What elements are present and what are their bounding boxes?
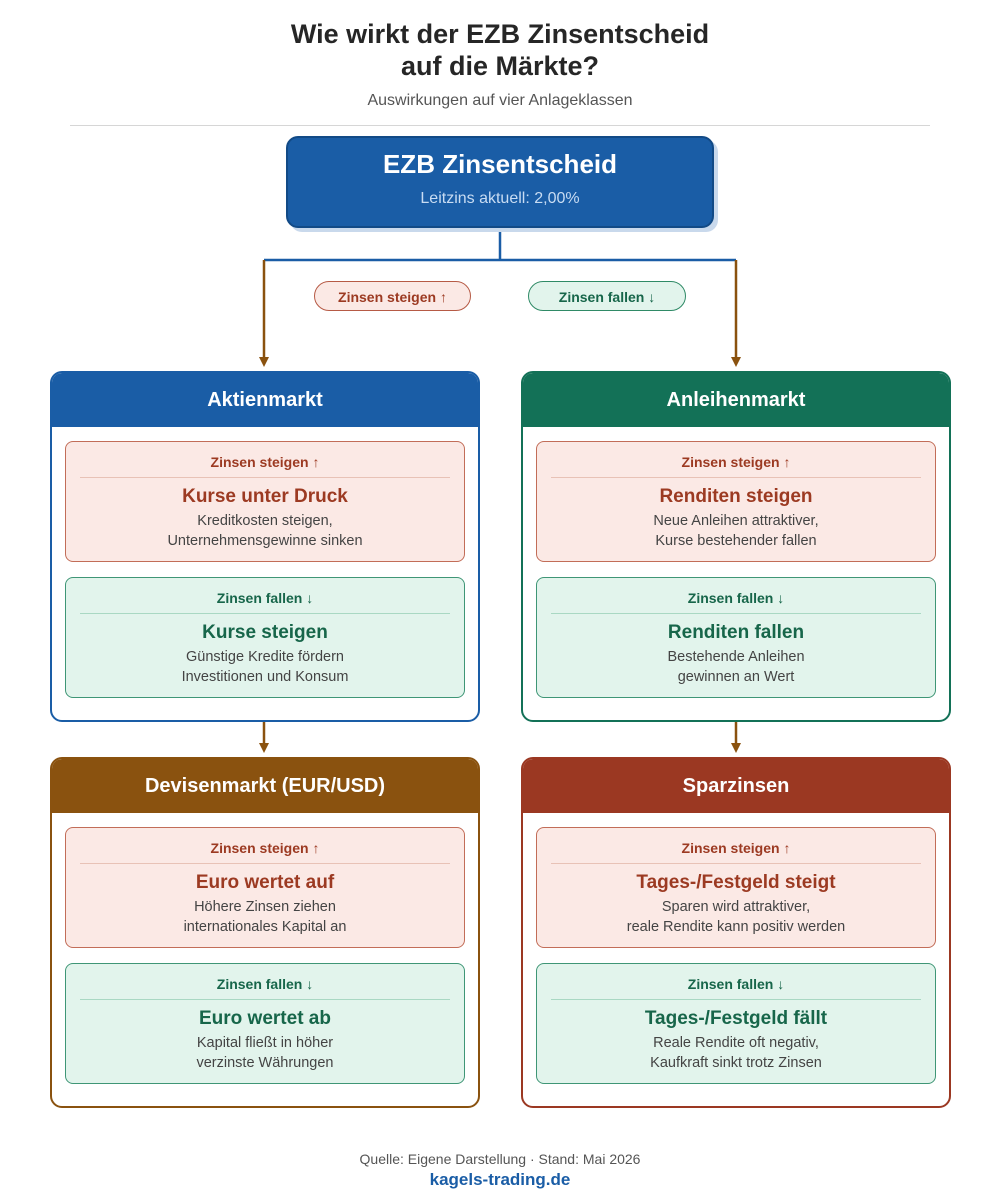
effect-heading: Renditen steigen <box>659 486 813 507</box>
description-line-1: Günstige Kredite fördern <box>186 649 344 665</box>
effect-divider <box>551 477 921 478</box>
effect-rates-up: Zinsen steigen ↑ Euro wertet auf Höhere … <box>65 827 465 948</box>
card-anleihenmarkt: Anleihenmarkt Zinsen steigen ↑ Renditen … <box>521 371 951 722</box>
description-line-1: Bestehende Anleihen <box>667 649 805 665</box>
effect-description: Kapital fließt in höher verzinste Währun… <box>66 1033 464 1073</box>
effect-divider <box>80 863 450 864</box>
diagram-title: Wie wirkt der EZB Zinsentscheid auf die … <box>0 18 1000 82</box>
effect-label: Zinsen steigen ↑ <box>681 840 791 856</box>
effect-label: Zinsen fallen ↓ <box>216 590 314 606</box>
description-line-1: Reale Rendite oft negativ, <box>653 1035 819 1051</box>
effect-description: Höhere Zinsen ziehen internationales Kap… <box>66 897 464 937</box>
footer-website-link[interactable]: kagels-trading.de <box>429 1170 571 1189</box>
legend-rates-down: Zinsen fallen ↓ <box>528 281 686 311</box>
effect-rates-down: Zinsen fallen ↓ Renditen fallen Bestehen… <box>536 577 936 698</box>
effect-heading: Kurse unter Druck <box>182 486 348 507</box>
card-title: Sparzinsen <box>523 759 949 813</box>
effect-divider <box>80 477 450 478</box>
description-line-2: Unternehmensgewinne sinken <box>167 533 363 549</box>
effect-description: Sparen wird attraktiver, reale Rendite k… <box>537 897 935 937</box>
card-title: Aktienmarkt <box>52 373 478 427</box>
effect-label: Zinsen fallen ↓ <box>216 976 314 992</box>
card-title: Anleihenmarkt <box>523 373 949 427</box>
effect-description: Neue Anleihen attraktiver, Kurse bestehe… <box>537 511 935 551</box>
legend-rates-up: Zinsen steigen ↑ <box>314 281 471 311</box>
effect-heading: Euro wertet ab <box>199 1008 331 1029</box>
footer-source: Quelle: Eigene Darstellung · Stand: Mai … <box>359 1151 641 1167</box>
effect-rates-up: Zinsen steigen ↑ Tages-/Festgeld steigt … <box>536 827 936 948</box>
effect-rates-up: Zinsen steigen ↑ Renditen steigen Neue A… <box>536 441 936 562</box>
root-title: EZB Zinsentscheid <box>382 149 618 179</box>
card-aktienmarkt: Aktienmarkt Zinsen steigen ↑ Kurse unter… <box>50 371 480 722</box>
header-divider <box>70 125 930 126</box>
effect-divider <box>80 999 450 1000</box>
effect-label: Zinsen steigen ↑ <box>210 840 320 856</box>
effect-heading: Tages-/Festgeld fällt <box>644 1008 828 1029</box>
effect-label: Zinsen fallen ↓ <box>687 976 785 992</box>
description-line-1: Neue Anleihen attraktiver, <box>653 513 819 529</box>
effect-heading: Euro wertet auf <box>195 872 335 893</box>
card-title: Devisenmarkt (EUR/USD) <box>52 759 478 813</box>
title-line-1: Wie wirkt der EZB Zinsentscheid <box>290 19 710 49</box>
effect-heading: Tages-/Festgeld steigt <box>636 872 836 893</box>
effect-label: Zinsen steigen ↑ <box>210 454 320 470</box>
description-line-1: Kapital fließt in höher <box>196 1035 334 1051</box>
description-line-2: verzinste Währungen <box>196 1055 334 1071</box>
root-subtitle: Leitzins aktuell: 2,00% <box>420 190 580 207</box>
diagram-subtitle: Auswirkungen auf vier Anlageklassen <box>367 92 633 109</box>
description-line-2: gewinnen an Wert <box>677 669 795 685</box>
effect-description: Kreditkosten steigen, Unternehmensgewinn… <box>66 511 464 551</box>
description-line-2: Kurse bestehender fallen <box>655 533 817 549</box>
description-line-2: Investitionen und Konsum <box>181 669 349 685</box>
description-line-2: reale Rendite kann positiv werden <box>626 919 846 935</box>
card-sparzinsen: Sparzinsen Zinsen steigen ↑ Tages-/Festg… <box>521 757 951 1108</box>
effect-description: Günstige Kredite fördern Investitionen u… <box>66 647 464 687</box>
card-devisenmarkt: Devisenmarkt (EUR/USD) Zinsen steigen ↑ … <box>50 757 480 1108</box>
description-line-1: Kreditkosten steigen, <box>197 513 333 529</box>
description-line-1: Sparen wird attraktiver, <box>661 899 811 915</box>
effect-description: Reale Rendite oft negativ, Kaufkraft sin… <box>537 1033 935 1073</box>
effect-rates-up: Zinsen steigen ↑ Kurse unter Druck Kredi… <box>65 441 465 562</box>
description-line-2: Kaufkraft sinkt trotz Zinsen <box>650 1055 822 1071</box>
effect-rates-down: Zinsen fallen ↓ Euro wertet ab Kapital f… <box>65 963 465 1084</box>
effect-divider <box>551 999 921 1000</box>
description-line-1: Höhere Zinsen ziehen <box>194 899 336 915</box>
effect-label: Zinsen steigen ↑ <box>681 454 791 470</box>
effect-rates-down: Zinsen fallen ↓ Tages-/Festgeld fällt Re… <box>536 963 936 1084</box>
root-node-ezb: EZB Zinsentscheid Leitzins aktuell: 2,00… <box>286 136 714 228</box>
effect-description: Bestehende Anleihen gewinnen an Wert <box>537 647 935 687</box>
effect-heading: Renditen fallen <box>667 622 805 643</box>
effect-label: Zinsen fallen ↓ <box>687 590 785 606</box>
effect-divider <box>551 863 921 864</box>
description-line-2: internationales Kapital an <box>183 919 347 935</box>
effect-divider <box>80 613 450 614</box>
title-line-2: auf die Märkte? <box>400 51 600 81</box>
effect-divider <box>551 613 921 614</box>
effect-rates-down: Zinsen fallen ↓ Kurse steigen Günstige K… <box>65 577 465 698</box>
effect-heading: Kurse steigen <box>202 622 328 643</box>
